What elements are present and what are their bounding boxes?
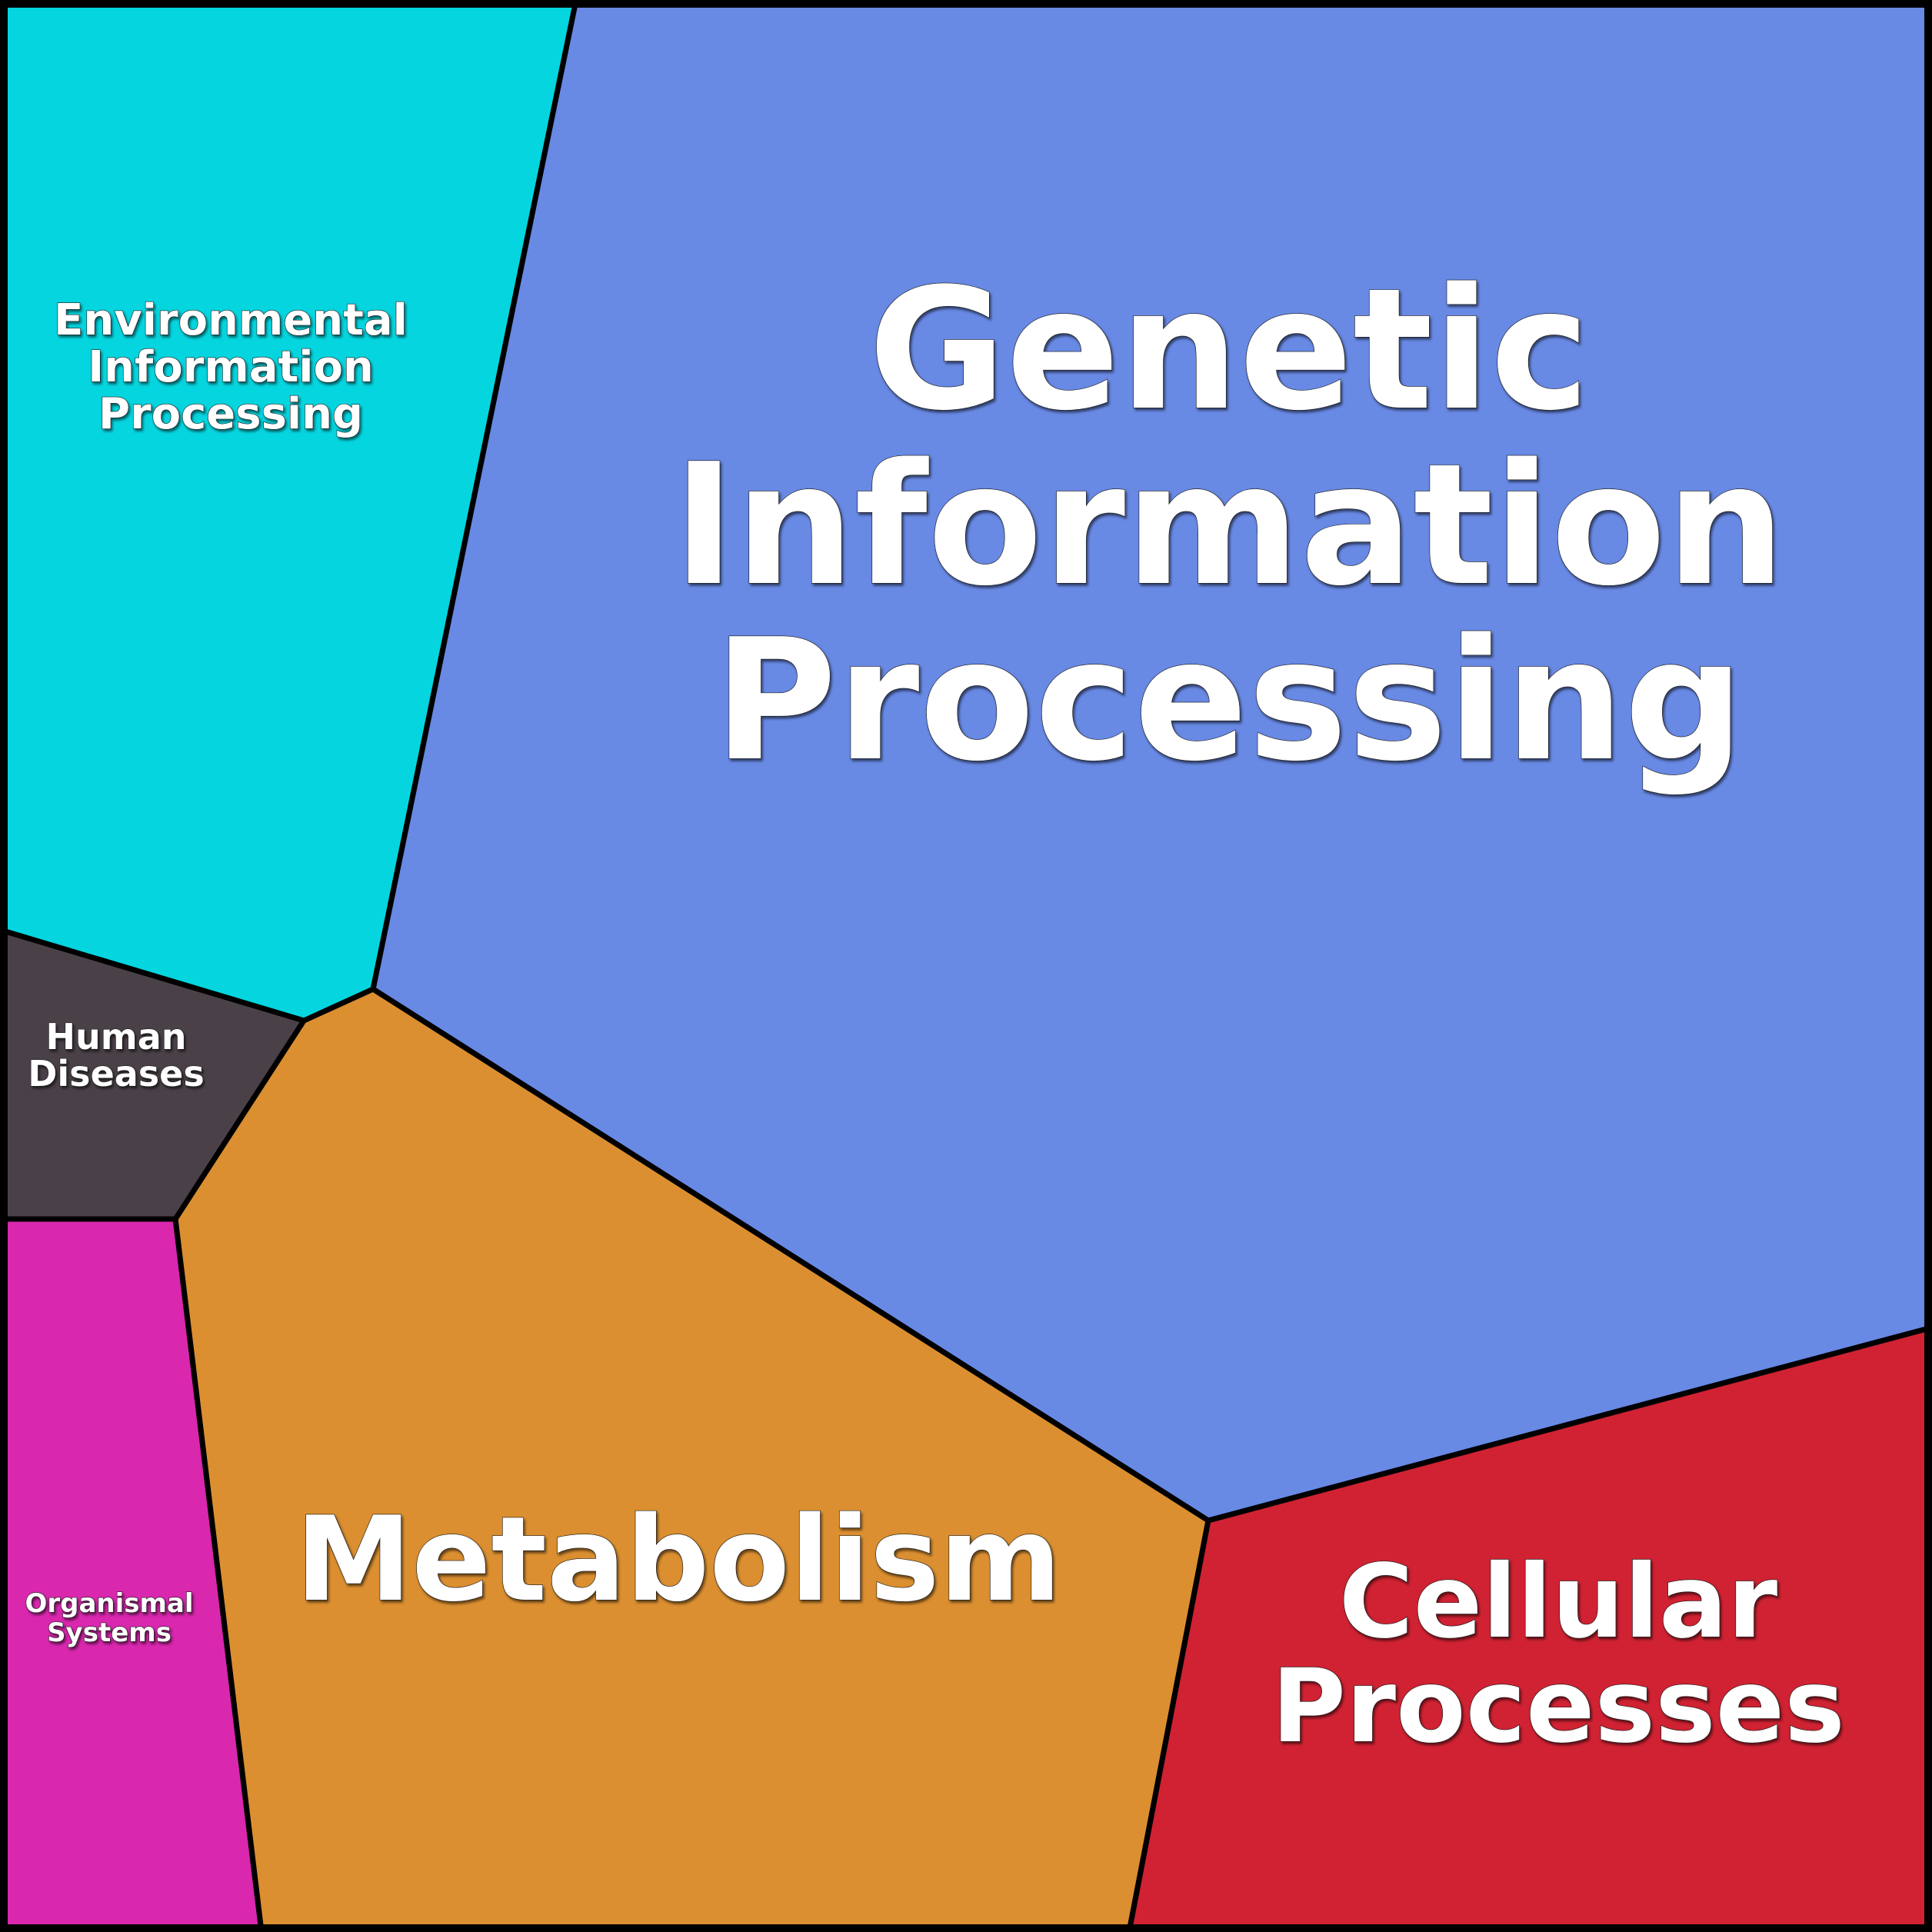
label-metabolism: Metabolism: [295, 1491, 1061, 1627]
label-line: Cellular: [1339, 1543, 1777, 1661]
label-line: Processing: [714, 604, 1744, 798]
label-line: Information: [673, 428, 1786, 623]
cell-human-diseases: [0, 927, 308, 1222]
label-line: Organismal: [25, 1588, 193, 1619]
label-line: Diseases: [28, 1053, 205, 1094]
label-line: Human: [46, 1016, 187, 1058]
label-line: Metabolism: [295, 1491, 1061, 1627]
label-line: Systems: [47, 1617, 172, 1648]
label-line: Processes: [1271, 1647, 1845, 1766]
label-line: Genetic: [868, 253, 1590, 448]
label-line: Processing: [98, 389, 363, 439]
cell-environmental-information-processing: [0, 0, 579, 1024]
cell-cellular-processes: [1126, 1324, 1932, 1932]
label-line: Environmental: [54, 295, 408, 345]
label-line: Information: [88, 342, 374, 392]
